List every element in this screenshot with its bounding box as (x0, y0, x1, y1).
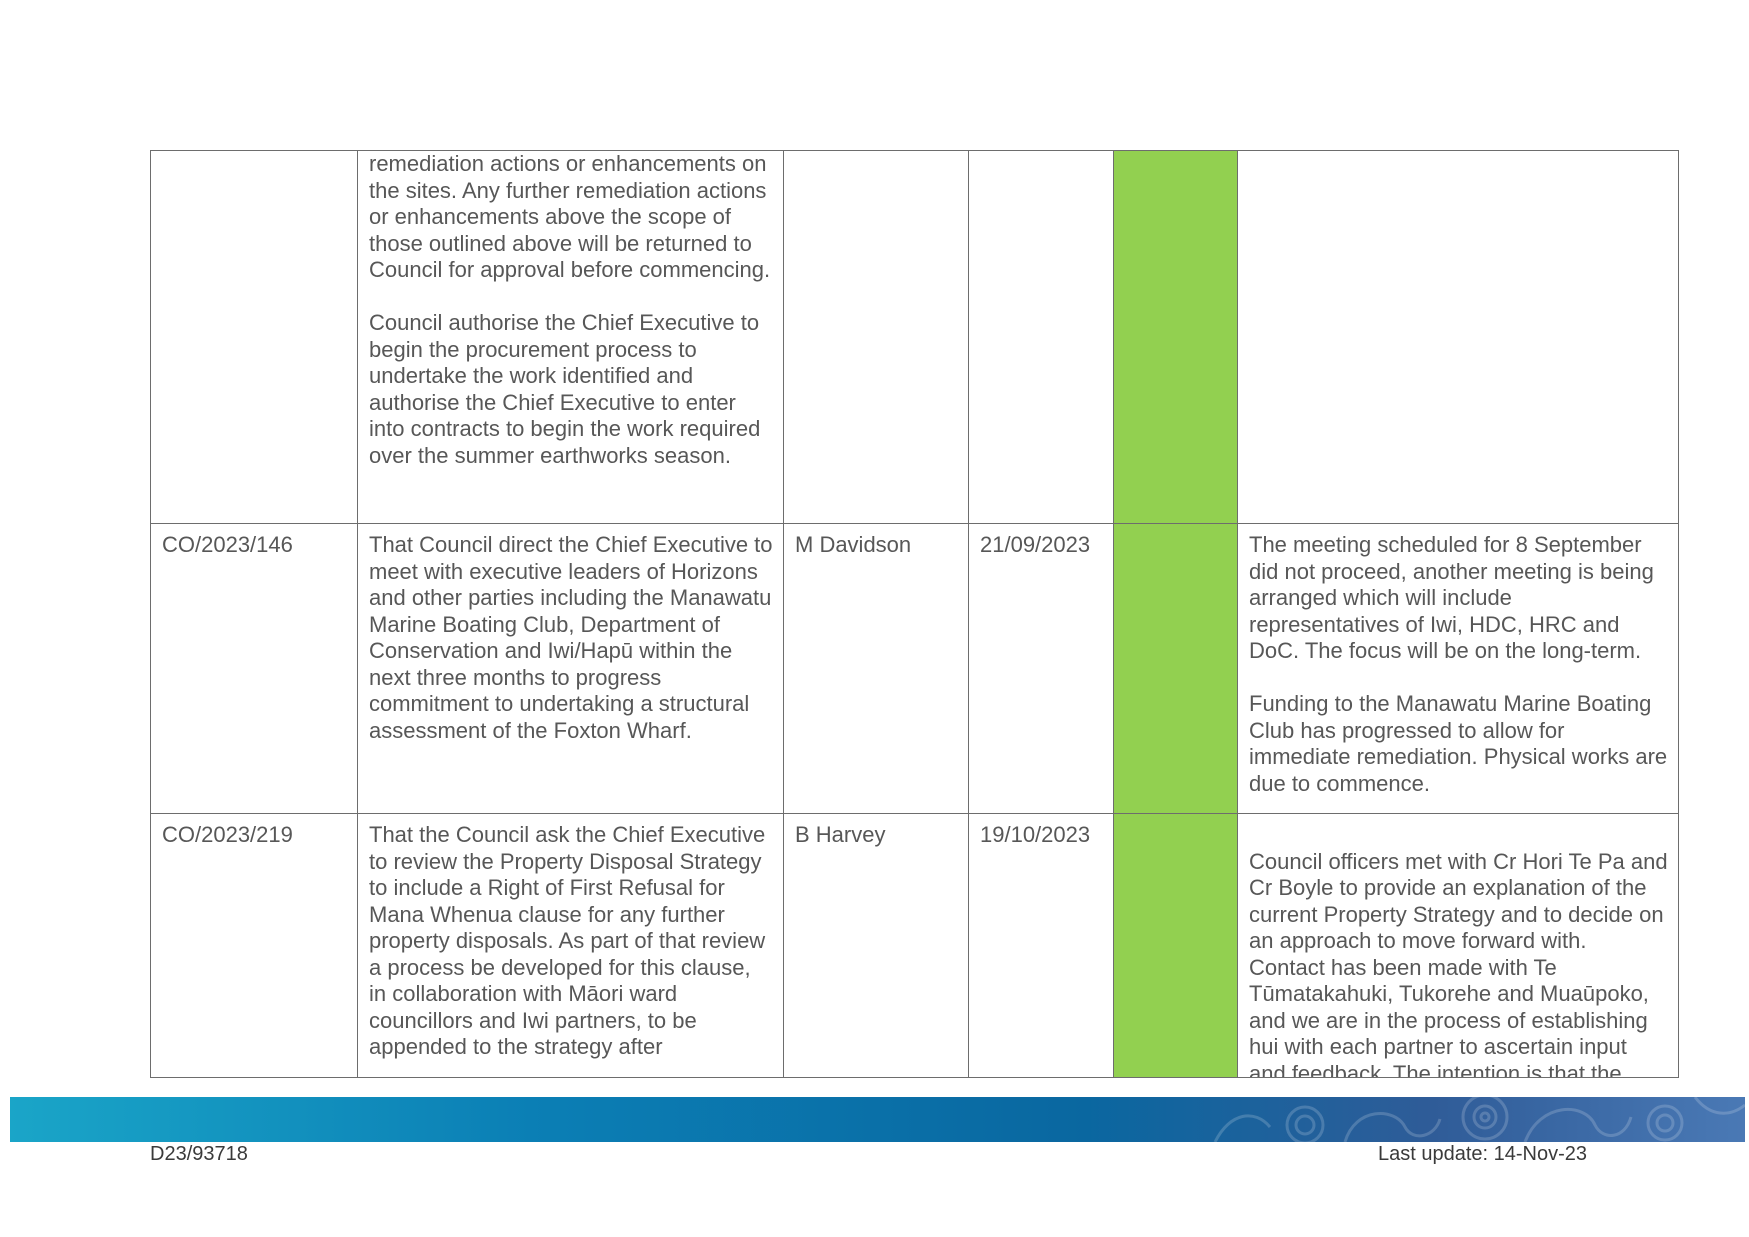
resolution-cell: That the Council ask the Chief Executive… (357, 813, 784, 1078)
date-cell: 21/09/2023 (968, 523, 1114, 814)
comment-cell: Council officers met with Cr Hori Te Pa … (1237, 813, 1679, 1078)
date-cell: 19/10/2023 (968, 813, 1114, 1078)
comment-cell (1237, 150, 1679, 524)
comment-text: The meeting scheduled for 8 September di… (1249, 532, 1668, 796)
action-tracking-table: remediation actions or enhancements on t… (150, 150, 1679, 1078)
comment-text: Council officers met with Cr Hori Te Pa … (1249, 848, 1668, 1077)
status-indicator-cell (1113, 150, 1238, 524)
koru-pattern-icon (1213, 1097, 1745, 1142)
resolution-cell: remediation actions or enhancements on t… (357, 150, 784, 524)
resolution-cell: That Council direct the Chief Executive … (357, 523, 784, 814)
table-row: CO/2023/219 That the Council ask the Chi… (150, 813, 1679, 1078)
document-reference: D23/93718 (150, 1143, 248, 1165)
last-update-text: Last update: 14-Nov-23 (1378, 1143, 1588, 1165)
reference-text: CO/2023/219 (162, 822, 293, 847)
status-indicator-cell (1113, 813, 1238, 1078)
officer-cell: M Davidson (783, 523, 969, 814)
reference-text: CO/2023/146 (162, 532, 293, 557)
officer-text: B Harvey (795, 822, 886, 847)
resolution-text: That Council direct the Chief Executive … (369, 532, 773, 743)
officer-text: M Davidson (795, 532, 912, 557)
table-row: remediation actions or enhancements on t… (150, 150, 1679, 524)
officer-cell: B Harvey (783, 813, 969, 1078)
resolution-text: That the Council ask the Chief Executive… (369, 822, 766, 1059)
officer-cell (783, 150, 969, 524)
resolution-text: remediation actions or enhancements on t… (369, 151, 771, 468)
comment-cell: The meeting scheduled for 8 September di… (1237, 523, 1679, 814)
status-indicator-cell (1113, 523, 1238, 814)
reference-cell: CO/2023/146 (150, 523, 358, 814)
footer-banner (10, 1097, 1745, 1142)
table-row: CO/2023/146 That Council direct the Chie… (150, 523, 1679, 814)
reference-cell (150, 150, 358, 524)
reference-cell: CO/2023/219 (150, 813, 358, 1078)
date-text: 19/10/2023 (980, 822, 1091, 847)
date-text: 21/09/2023 (980, 532, 1091, 557)
date-cell (968, 150, 1114, 524)
